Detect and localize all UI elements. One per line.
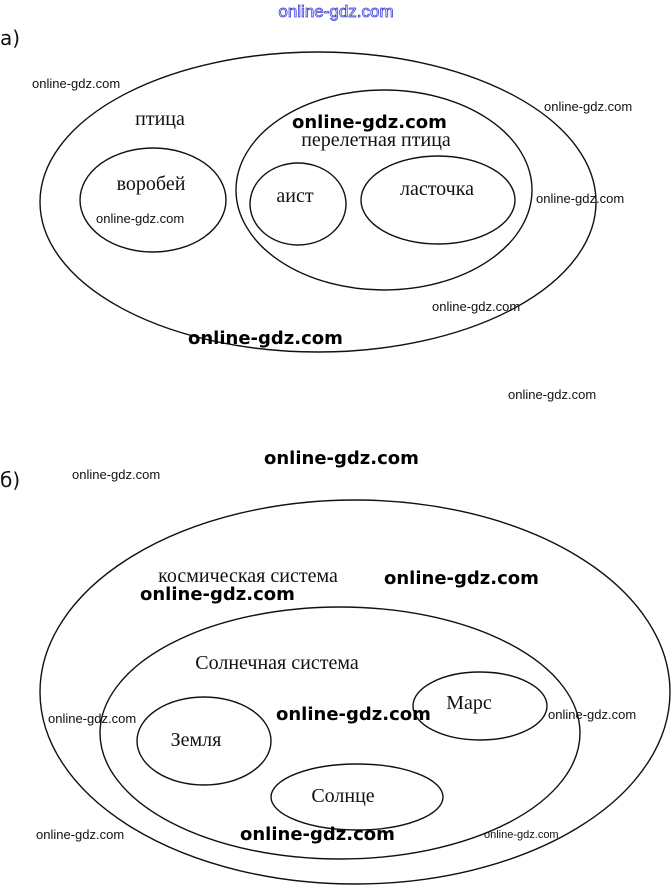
watermark: online-gdz.com [544, 99, 632, 114]
watermark: online-gdz.com [384, 568, 539, 589]
part-label-b: б) [0, 468, 20, 492]
set-sun [270, 763, 444, 831]
watermark: online-gdz.com [292, 112, 447, 133]
set-earth [136, 696, 272, 786]
label-bird: птица [135, 108, 185, 130]
watermark: online-gdz.com [36, 827, 124, 842]
watermark: online-gdz.com [264, 448, 419, 469]
diagram-b: б) космическая система Солнечная система… [0, 468, 671, 885]
label-space-system: космическая система [158, 565, 338, 587]
set-swallow [360, 155, 516, 245]
watermark: online-gdz.com [536, 191, 624, 206]
set-migratory-bird [235, 89, 533, 291]
set-solar-system [99, 606, 581, 860]
label-sparrow: воробей [117, 173, 186, 195]
set-mars [412, 671, 548, 741]
header-watermark: online-gdz.com [278, 2, 393, 21]
set-stork [249, 162, 347, 246]
set-sparrow [79, 147, 227, 253]
watermark: online-gdz.com [140, 584, 295, 605]
watermark: online-gdz.com [508, 387, 596, 402]
label-stork: аист [276, 185, 313, 207]
label-swallow: ласточка [400, 178, 474, 200]
label-migratory-bird: перелетная птица [301, 129, 451, 151]
set-space-system [39, 499, 671, 885]
set-bird [39, 51, 597, 353]
watermark: online-gdz.com [276, 704, 431, 725]
label-sun: Солнце [311, 785, 374, 807]
watermarks: online-gdz.com online-gdz.com online-gdz… [32, 76, 636, 845]
diagram-a: а) птица перелетная птица воробей аист л… [0, 26, 597, 353]
label-earth: Земля [171, 729, 222, 751]
watermark: online-gdz.com [548, 707, 636, 722]
watermark: online-gdz.com [72, 467, 160, 482]
watermark: online-gdz.com [48, 711, 136, 726]
watermark: online-gdz.com [240, 824, 395, 845]
watermark: online-gdz.com [484, 829, 559, 841]
watermark: online-gdz.com [188, 328, 343, 349]
watermark: online-gdz.com [96, 211, 184, 226]
label-solar-system: Солнечная система [195, 652, 359, 674]
watermark: online-gdz.com [432, 299, 520, 314]
part-label-a: а) [0, 26, 20, 50]
watermark: online-gdz.com [32, 76, 120, 91]
label-mars: Марс [446, 692, 492, 714]
